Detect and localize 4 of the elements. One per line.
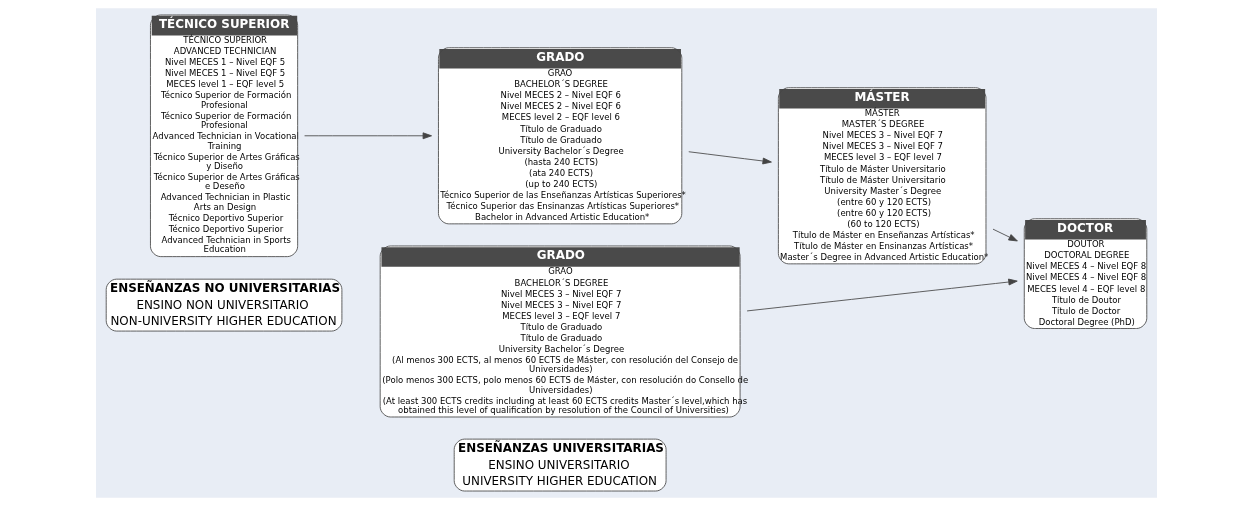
arrow bbox=[687, 151, 772, 165]
arrow bbox=[992, 228, 1018, 242]
arrow bbox=[746, 278, 1018, 312]
arrow bbox=[303, 132, 432, 140]
